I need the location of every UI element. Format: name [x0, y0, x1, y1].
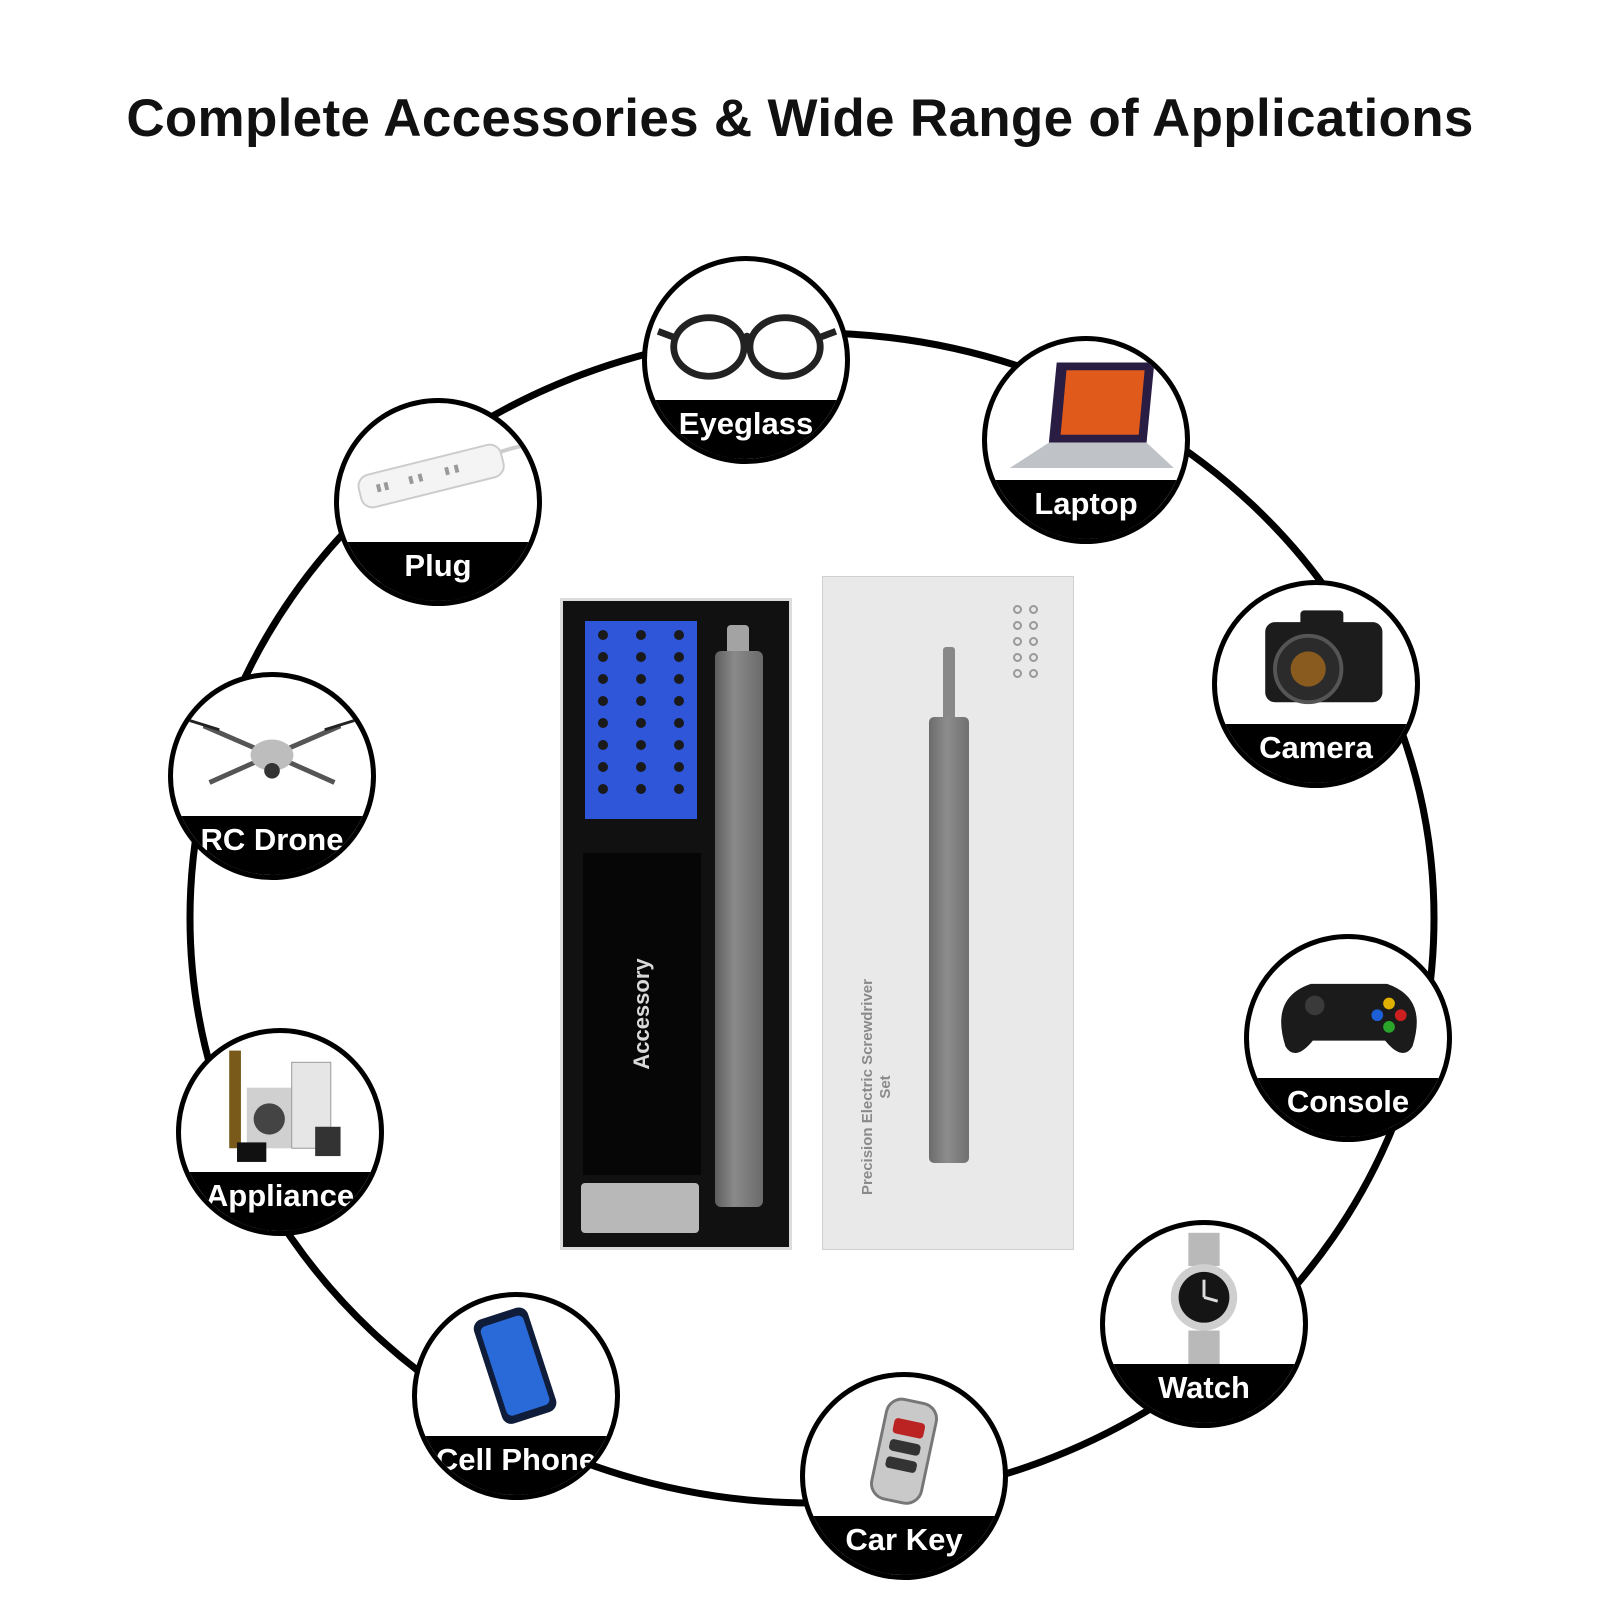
car-key-icon [805, 1377, 1003, 1524]
badge-car-key: Car Key [800, 1372, 1008, 1580]
drone-icon [173, 677, 371, 824]
badge-rc-drone: RC Drone [168, 672, 376, 880]
badge-label: Camera [1217, 723, 1415, 783]
badge-label: Console [1249, 1077, 1447, 1137]
badge-camera: Camera [1212, 580, 1420, 788]
badge-console: Console [1244, 934, 1452, 1142]
badge-label: Plug [339, 541, 537, 601]
badge-appliance: Appliance [176, 1028, 384, 1236]
badge-eyeglass: Eyeglass [642, 256, 850, 464]
badge-label: Laptop [987, 479, 1185, 539]
cell-phone-icon [417, 1297, 615, 1444]
page-title: Complete Accessories & Wide Range of App… [126, 89, 1474, 148]
badge-label: Car Key [805, 1515, 1003, 1575]
badge-label: Appliance [181, 1171, 379, 1231]
accessory-panel [583, 853, 701, 1175]
badge-watch: Watch [1100, 1220, 1308, 1428]
appliance-icon [181, 1033, 379, 1180]
bit-holder [585, 621, 697, 819]
camera-icon [1217, 585, 1415, 732]
watch-icon [1105, 1225, 1303, 1372]
product-box: Precision Electric Screwdriver Set [822, 576, 1074, 1250]
badge-label: Cell Phone [417, 1435, 615, 1495]
box-screwdriver-image [929, 717, 969, 1163]
badge-label: Eyeglass [647, 399, 845, 459]
box-screwdriver-tip [943, 647, 955, 723]
accessory-label: Accessory [629, 958, 654, 1070]
badge-plug: Plug [334, 398, 542, 606]
eyeglasses-icon [647, 261, 845, 408]
badge-label: Watch [1105, 1363, 1303, 1423]
extension-tray [581, 1183, 699, 1233]
badge-cell-phone: Cell Phone [412, 1292, 620, 1500]
box-label: Precision Electric Screwdriver Set [859, 979, 894, 1195]
laptop-icon [987, 341, 1185, 488]
electric-screwdriver [715, 651, 763, 1207]
badge-label: RC Drone [173, 815, 371, 875]
game-controller-icon [1249, 939, 1447, 1086]
power-strip-icon [339, 403, 537, 550]
screwdriver-case: Accessory [560, 598, 792, 1250]
badge-laptop: Laptop [982, 336, 1190, 544]
